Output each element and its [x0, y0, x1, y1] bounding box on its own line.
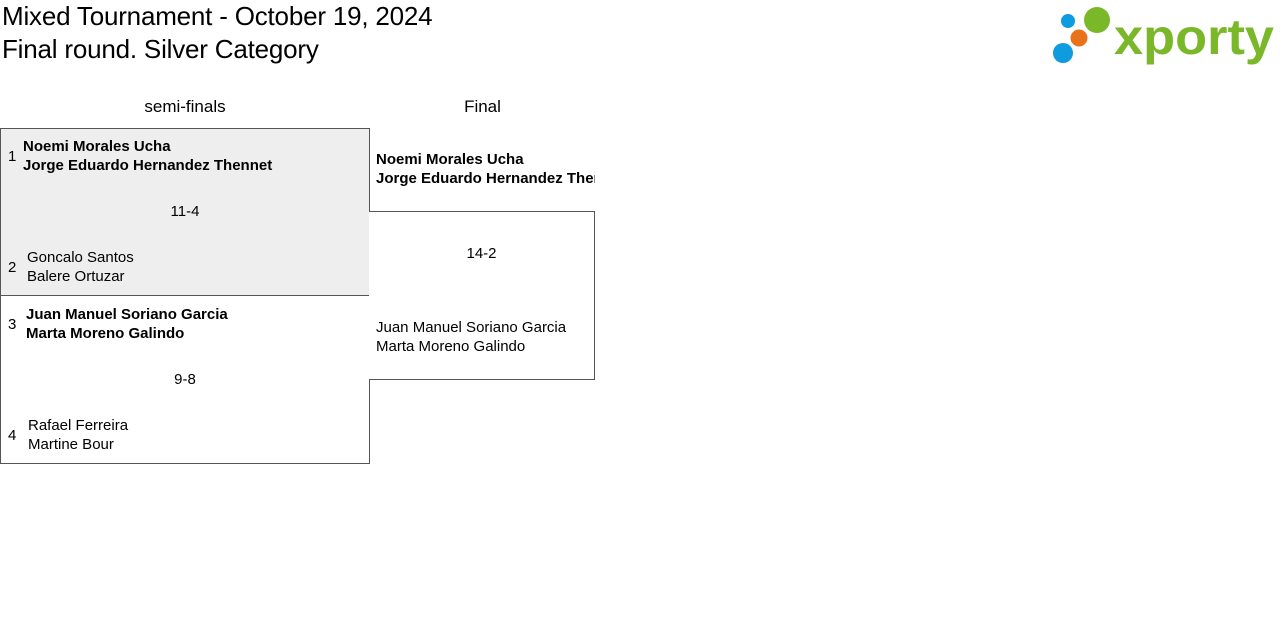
page-title: Mixed Tournament - October 19, 2024 Fina…: [2, 0, 433, 66]
semifinal-match-2[interactable]: 3 Juan Manuel Soriano Garcia Marta Moren…: [0, 295, 370, 464]
final-match[interactable]: 14-2 Juan Manuel Soriano Garcia Marta Mo…: [369, 211, 595, 380]
seed-number: 3: [8, 316, 17, 333]
player-name: Goncalo Santos: [27, 249, 134, 266]
match-score: 11-4: [170, 203, 200, 220]
team-winner: Noemi Morales Ucha Jorge Eduardo Hernand…: [23, 137, 272, 175]
player-name: Jorge Eduardo Hernandez Thennet: [23, 157, 273, 174]
team-loser: Rafael Ferreira Martine Bour: [28, 416, 128, 454]
player-name: Noemi Morales Ucha: [23, 138, 171, 155]
player-name: Rafael Ferreira: [28, 417, 129, 434]
round-category-title: Final round. Silver Category: [2, 34, 319, 64]
logo-dot-blue: [1053, 43, 1073, 63]
logo-wordmark: xporty: [1114, 9, 1274, 65]
logo-dot-blue-small: [1061, 14, 1075, 28]
player-name: Martine Bour: [28, 436, 114, 453]
player-name: Balere Ortuzar: [27, 268, 125, 285]
team-winner: Juan Manuel Soriano Garcia Marta Moreno …: [26, 305, 228, 343]
team-loser: Juan Manuel Soriano Garcia Marta Moreno …: [376, 318, 566, 356]
logo-dot-green: [1084, 7, 1110, 33]
xporty-logo: xporty: [1050, 4, 1276, 68]
semifinal-match-1[interactable]: 1 Noemi Morales Ucha Jorge Eduardo Herna…: [0, 128, 370, 296]
seed-number: 2: [8, 259, 17, 276]
player-name: Juan Manuel Soriano Garcia: [26, 306, 228, 323]
team-winner: Noemi Morales Ucha Jorge Eduardo Hernand…: [376, 150, 595, 188]
final-winner-slot: Noemi Morales Ucha Jorge Eduardo Hernand…: [370, 128, 595, 212]
logo-dot-orange: [1070, 29, 1088, 47]
player-name: Marta Moreno Galindo: [376, 338, 526, 355]
player-name: Marta Moreno Galindo: [26, 325, 185, 342]
player-name: Jorge Eduardo Hernandez Thennet: [376, 170, 595, 187]
player-name: Juan Manuel Soriano Garcia: [376, 319, 567, 336]
match-score: 9-8: [174, 371, 196, 388]
team-loser: Goncalo Santos Balere Ortuzar: [27, 248, 134, 286]
round-header-semifinals: semi-finals: [144, 97, 226, 116]
player-name: Noemi Morales Ucha: [376, 151, 524, 168]
round-header-final: Final: [464, 97, 501, 116]
seed-number: 4: [8, 427, 17, 444]
match-score: 14-2: [466, 245, 497, 262]
tournament-title: Mixed Tournament - October 19, 2024: [2, 1, 433, 31]
seed-number: 1: [8, 148, 17, 165]
